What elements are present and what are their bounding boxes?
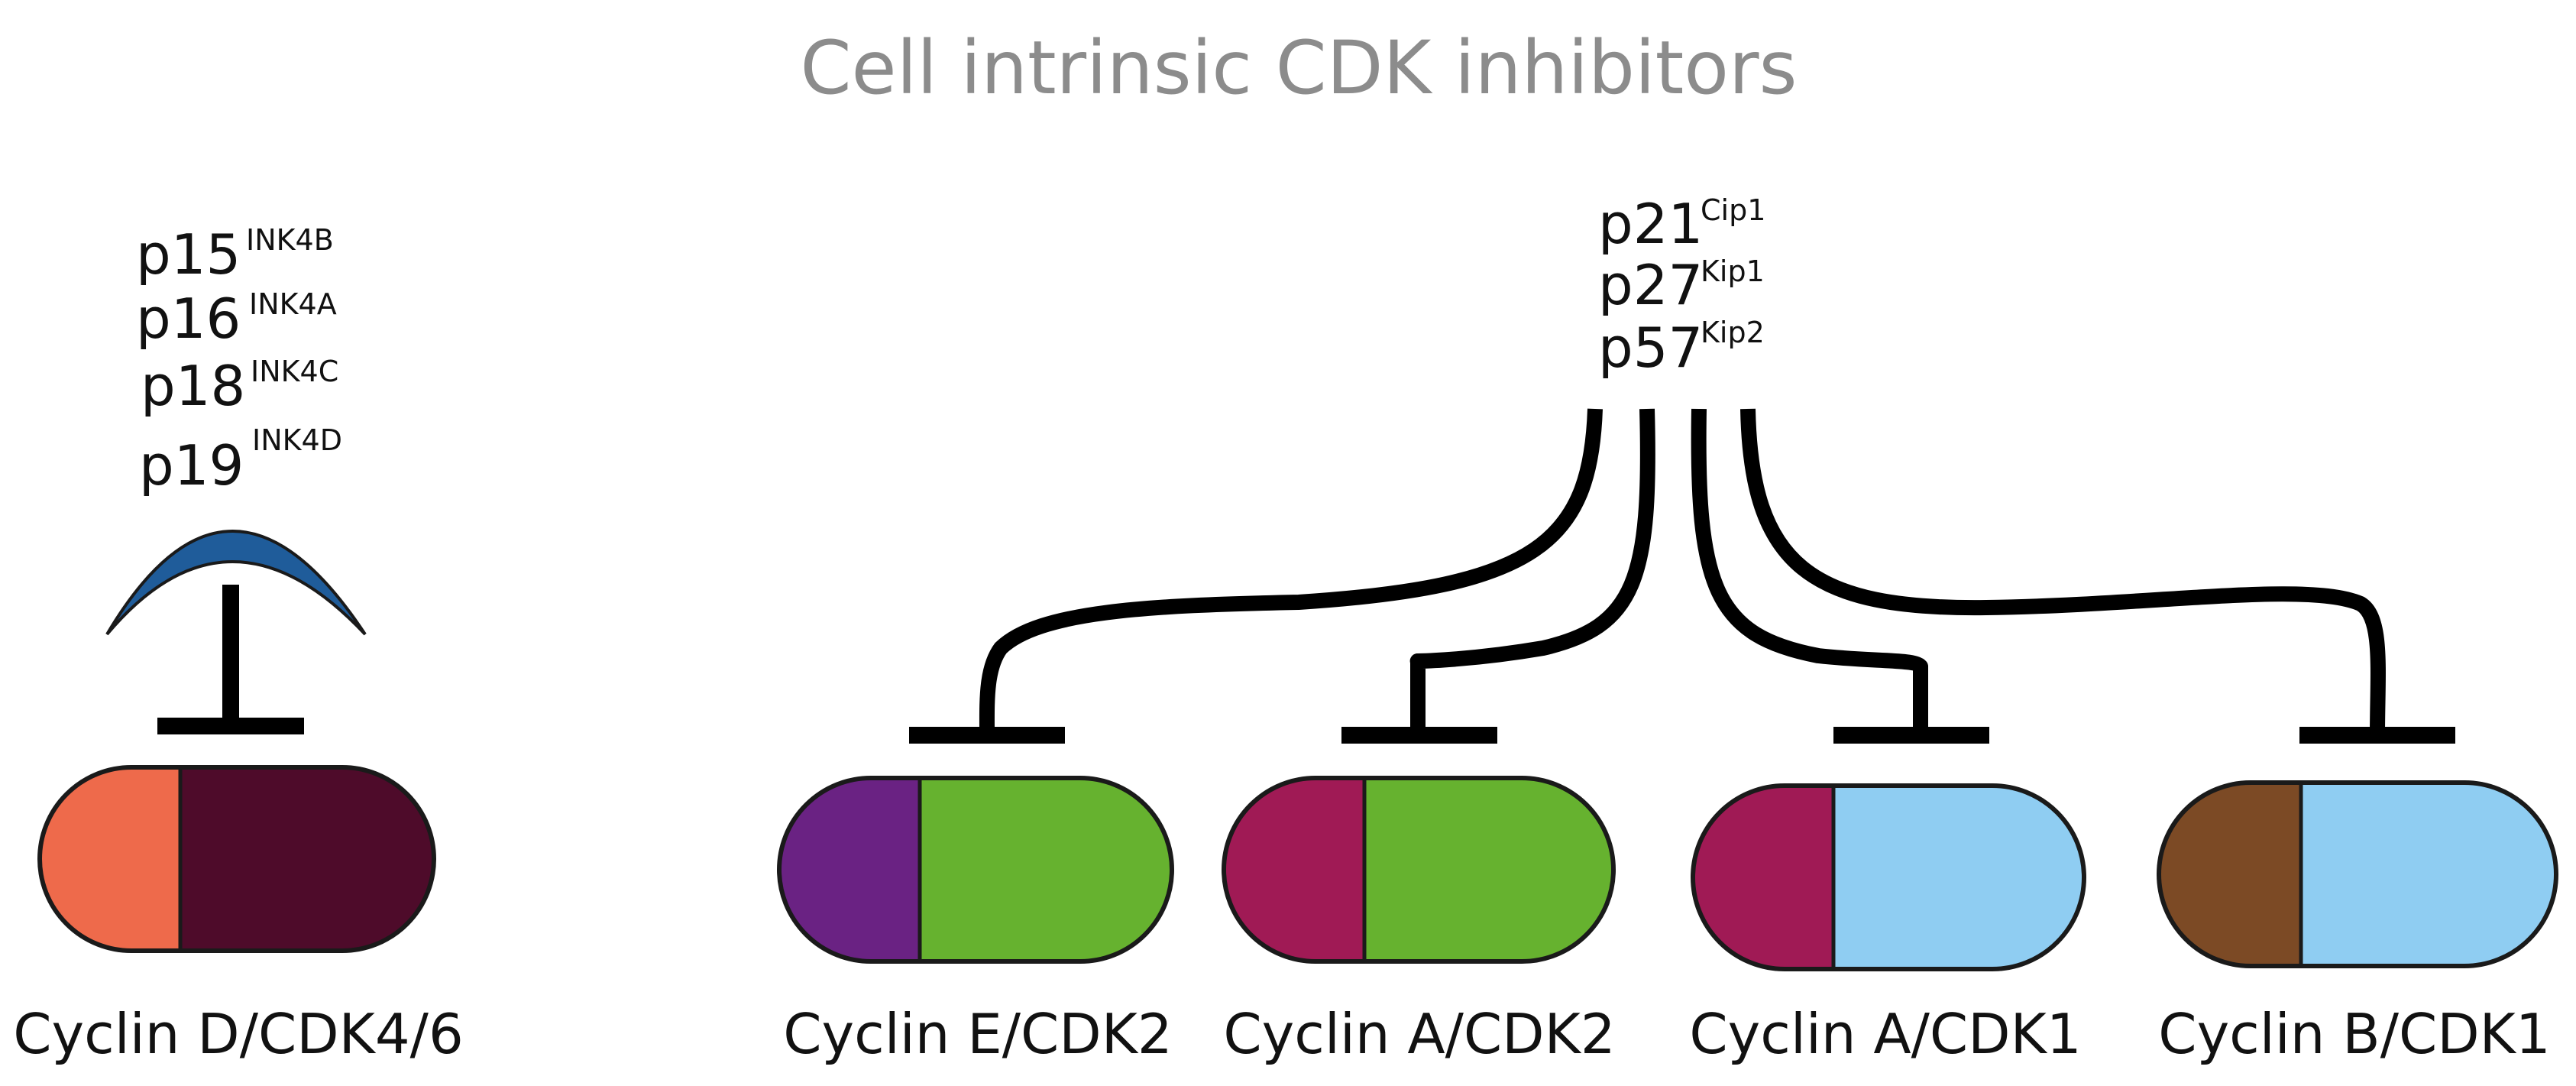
cdk1-segment bbox=[1833, 786, 2084, 969]
complex-outline bbox=[1691, 783, 2086, 971]
cipkip-label-p57: p57 bbox=[1598, 316, 1703, 380]
complex-label-cyclin-a-cdk1: Cyclin A/CDK1 bbox=[1689, 1002, 2081, 1066]
complex-cyclin-a-cdk2 bbox=[1222, 776, 1616, 964]
cdk2-segment bbox=[920, 778, 1172, 961]
ink4-label-p15: p15 bbox=[136, 222, 241, 287]
complex-label-cyclin-a-cdk2: Cyclin A/CDK2 bbox=[1223, 1002, 1615, 1066]
cyclin-b-segment bbox=[2159, 783, 2301, 966]
complex-outline bbox=[37, 765, 436, 953]
complex-label-cyclin-d-cdk4-6: Cyclin D/CDK4/6 bbox=[13, 1002, 464, 1066]
ink4-label-p16: p16 bbox=[136, 287, 241, 351]
complex-cyclin-b-cdk1 bbox=[2157, 780, 2558, 968]
cipkip-label-p27: p27 bbox=[1598, 253, 1703, 317]
complex-label-cyclin-b-cdk1: Cyclin B/CDK1 bbox=[2158, 1002, 2550, 1066]
cyclin-a-segment bbox=[1224, 778, 1364, 961]
ink4-label-p18: p18 bbox=[141, 354, 245, 418]
ink4-inhibitor-shape bbox=[105, 530, 367, 636]
cipkip-label-p21: p21 bbox=[1598, 192, 1703, 256]
ink4-sup-p19: INK4D bbox=[252, 423, 342, 457]
cyclin-d-segment bbox=[40, 767, 180, 951]
cipkip-sup-p57: Kip2 bbox=[1701, 316, 1765, 349]
cdk4-6-segment bbox=[180, 767, 434, 951]
complex-cyclin-a-cdk1 bbox=[1691, 783, 2086, 971]
ink4-label-p19: p19 bbox=[139, 433, 244, 498]
complex-cyclin-e-cdk2 bbox=[777, 776, 1174, 964]
ink4-sup-p16: INK4A bbox=[249, 287, 337, 321]
ink4-sup-p18: INK4C bbox=[251, 355, 338, 388]
cipkip-sup-p21: Cip1 bbox=[1701, 193, 1765, 227]
cdk1-segment bbox=[2301, 783, 2556, 966]
cyclin-e-segment bbox=[779, 778, 920, 961]
cdk2-segment bbox=[1364, 778, 1613, 961]
complex-outline bbox=[2157, 780, 2558, 968]
complex-outline bbox=[777, 776, 1174, 964]
cipkip-line-to-cyclin-e-cdk2 bbox=[979, 408, 1603, 736]
cipkip-sup-p27: Kip1 bbox=[1701, 254, 1765, 288]
diagram-title: Cell intrinsic CDK inhibitors bbox=[801, 25, 1798, 111]
cipkip-line-to-cyclin-b-cdk1 bbox=[1740, 408, 2386, 736]
complex-label-cyclin-e-cdk2: Cyclin E/CDK2 bbox=[783, 1002, 1172, 1066]
ink4-sup-p15: INK4B bbox=[246, 223, 334, 257]
cipkip-line-to-cyclin-a-cdk1 bbox=[1691, 408, 1928, 735]
complex-outline bbox=[1222, 776, 1616, 964]
cyclin-a-segment bbox=[1693, 786, 1833, 969]
cipkip-line-to-cyclin-a-cdk2 bbox=[1409, 408, 1655, 735]
complex-cyclin-d-cdk4-6 bbox=[37, 765, 436, 953]
